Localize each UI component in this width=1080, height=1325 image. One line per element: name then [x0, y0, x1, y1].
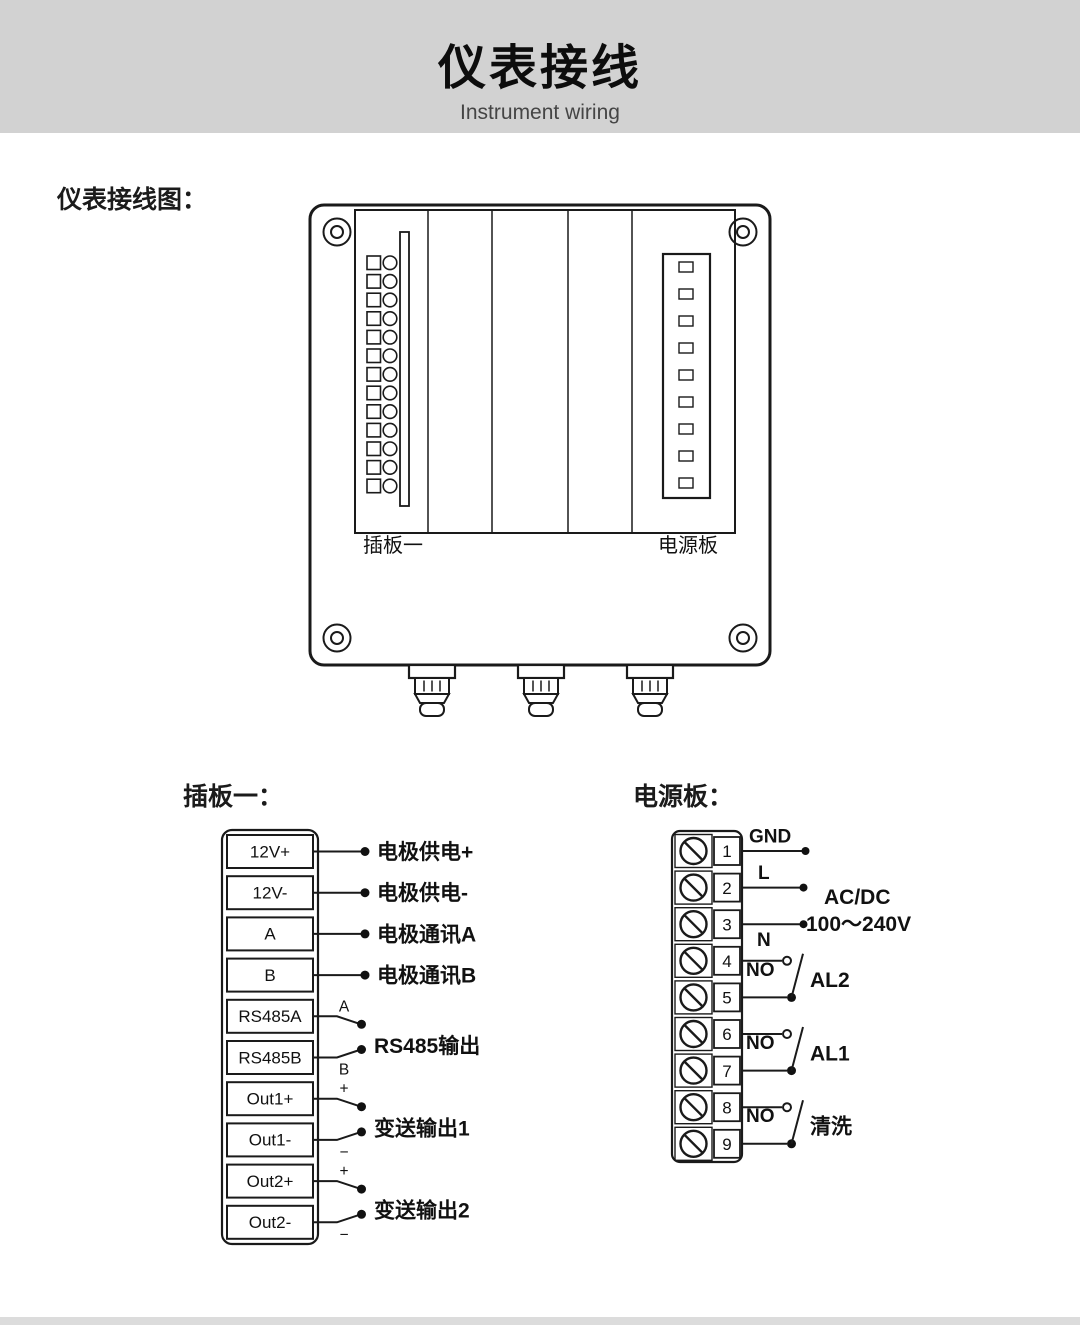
terminal-strip-left	[366, 231, 410, 507]
pair-mark-bottom: −	[339, 1226, 348, 1243]
relay-contact-arm	[790, 953, 804, 998]
wire-dot	[360, 888, 370, 898]
relay-no-label: NO	[746, 960, 775, 981]
wire-label: 变送输出1	[374, 1116, 470, 1140]
wire-neutral-n: N	[742, 920, 808, 951]
terminal-label: 12V-	[253, 884, 288, 903]
card-cage-panel	[354, 209, 736, 534]
wire-pair-out1: + − 变送输出1	[313, 1081, 470, 1161]
wire-dot	[360, 847, 370, 856]
wire-label: 电极通讯B	[377, 965, 476, 988]
terminal-label: Out2+	[247, 1172, 294, 1191]
terminal-number: 5	[722, 989, 731, 1008]
terminal-label: RS485A	[238, 1007, 302, 1026]
terminal-number: 3	[722, 915, 731, 934]
terminal-label: B	[264, 966, 275, 985]
footer-strip	[0, 1317, 1080, 1325]
relay-no-label: NO	[746, 1106, 775, 1127]
gnd-label: GND	[749, 827, 791, 848]
corner-screw	[322, 623, 352, 653]
wire-dot	[357, 1127, 366, 1137]
wire-dot	[799, 920, 808, 929]
wire-dot	[787, 1139, 796, 1149]
wire-dot	[357, 1045, 366, 1054]
terminal-number: 2	[722, 879, 731, 898]
wire-pair-rs485: A B RS485输出	[313, 998, 480, 1079]
acdc-label-line1: AC/DC	[824, 886, 891, 909]
wire-pair-out2: + − 变送输出2	[313, 1163, 470, 1243]
wire-line-l: L	[742, 863, 808, 892]
relay-contact-arm	[790, 1099, 804, 1145]
diagram-section-label: 仪表接线图：	[57, 186, 208, 214]
wire-gnd: GND	[742, 827, 810, 855]
slot-label-power: 电源板	[658, 534, 718, 557]
wire-label: 电极供电-	[377, 881, 468, 905]
terminal-label: Out1+	[247, 1090, 294, 1109]
wire: 电极供电+	[313, 840, 473, 864]
terminal-number: 7	[722, 1062, 731, 1081]
wire-dot	[357, 1184, 366, 1194]
terminal-number: 1	[722, 842, 731, 861]
wire-dot	[801, 847, 810, 855]
relay-label: 清洗	[810, 1115, 852, 1139]
wire-dot	[357, 1019, 366, 1029]
corner-screw	[728, 623, 758, 653]
pair-mark-top: +	[339, 1163, 348, 1180]
cable-gland	[625, 663, 675, 718]
wire-dot	[357, 1209, 366, 1219]
cable-gland	[407, 663, 457, 718]
relay-fixed-contact	[782, 1102, 792, 1113]
enclosure-drawing: 插板一 电源板	[308, 203, 772, 718]
relay-no-label: NO	[746, 1033, 775, 1054]
wire-dot	[360, 929, 370, 939]
neutral-label: N	[757, 930, 771, 951]
wire-dot	[799, 883, 808, 892]
corner-screw	[728, 217, 758, 247]
terminal-number: 9	[722, 1135, 731, 1154]
wire-label: 电极通讯A	[377, 923, 476, 946]
relay-wash: NO 清洗	[742, 1099, 852, 1149]
terminal-number: 6	[722, 1025, 731, 1044]
terminal-number: 8	[722, 1098, 731, 1117]
terminal-label: Out2-	[249, 1213, 292, 1232]
page-title: 仪表接线	[437, 42, 642, 95]
board1-wiring-diagram: 12V+ 12V- A B RS485A RS485B Out1+ Out1- …	[220, 828, 480, 1246]
pair-mark-top: +	[339, 1081, 348, 1098]
wire: 电极通讯B	[313, 965, 476, 988]
wire: 电极供电-	[313, 881, 468, 905]
wire-dot	[357, 1102, 366, 1112]
power-section-label: 电源板：	[633, 783, 734, 811]
wire-label: 变送输出2	[374, 1199, 470, 1223]
relay-fixed-contact	[782, 1029, 792, 1039]
wire-dot	[360, 970, 370, 980]
terminal-label: A	[264, 925, 276, 944]
page-subtitle: Instrument wiring	[460, 101, 620, 124]
corner-screw	[322, 217, 352, 247]
acdc-label-line2: 100～240V	[806, 913, 911, 936]
power-wiring-diagram: 1 2 3 4 5 6 7 8 9 GND L N AC/DC 100～240V	[670, 827, 911, 1164]
relay-fixed-contact	[782, 955, 792, 966]
cable-gland	[516, 663, 566, 718]
terminal-label: Out1-	[249, 1131, 292, 1150]
relay-label: AL1	[810, 1042, 850, 1065]
relay-contact-arm	[790, 1026, 804, 1071]
pair-mark-bottom: B	[339, 1062, 349, 1079]
terminal-label: RS485B	[238, 1048, 301, 1067]
relay-label: AL2	[810, 969, 850, 992]
relay-al2: NO AL2	[742, 953, 850, 1002]
terminal-strip-power	[661, 252, 712, 500]
header-banner: 仪表接线 Instrument wiring	[0, 0, 1080, 133]
wire-dot	[787, 992, 796, 1002]
wire-label: 电极供电+	[377, 840, 473, 864]
relay-al1: NO AL1	[742, 1026, 850, 1076]
wire-label: RS485输出	[374, 1034, 480, 1058]
terminal-label: 12V+	[250, 842, 290, 861]
pair-mark-top: A	[339, 998, 350, 1015]
wire: 电极通讯A	[313, 923, 476, 946]
slot-label-board1: 插板一	[363, 534, 423, 557]
pair-mark-bottom: −	[339, 1144, 348, 1161]
line-label: L	[758, 863, 770, 884]
terminal-number: 4	[722, 952, 731, 971]
board1-section-label: 插板一：	[183, 783, 284, 811]
